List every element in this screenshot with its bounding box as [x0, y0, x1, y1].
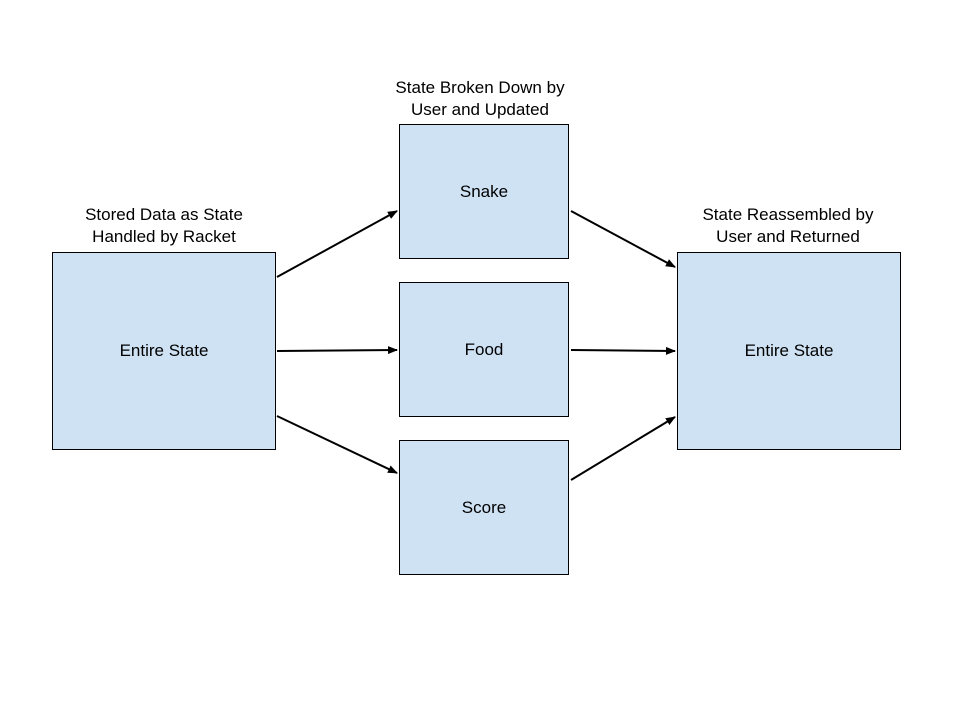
caption-stored-data-line-1: Stored Data as State [85, 205, 243, 224]
node-snake-label: Snake [459, 181, 509, 201]
node-snake: Snake [399, 124, 569, 259]
arrow-score-to-entire-state [570, 416, 676, 481]
node-food-label: Food [464, 339, 504, 359]
caption-stored-data: Stored Data as State Handled by Racket [44, 204, 284, 248]
node-score: Score [399, 440, 569, 575]
node-score-label: Score [461, 497, 507, 517]
arrow-entire-state-to-score [276, 415, 398, 474]
node-entire-state-left: Entire State [52, 252, 276, 450]
caption-state-broken-down-line-1: State Broken Down by [395, 78, 565, 97]
caption-state-reassembled: State Reassembled by User and Returned [668, 204, 908, 248]
arrow-snake-to-entire-state [570, 210, 676, 268]
caption-state-broken-down: State Broken Down by User and Updated [360, 77, 600, 121]
node-entire-state-right: Entire State [677, 252, 901, 450]
arrow-entire-state-to-snake [276, 210, 398, 278]
arrow-entire-state-to-food [276, 346, 398, 355]
caption-state-reassembled-line-2: User and Returned [716, 227, 860, 246]
caption-state-broken-down-line-2: User and Updated [411, 100, 549, 119]
node-entire-state-right-label: Entire State [744, 341, 834, 360]
node-entire-state-left-label: Entire State [119, 341, 209, 360]
arrow-food-to-entire-state [570, 346, 676, 355]
caption-state-reassembled-line-1: State Reassembled by [702, 205, 874, 224]
node-food: Food [399, 282, 569, 417]
caption-stored-data-line-2: Handled by Racket [92, 227, 236, 246]
